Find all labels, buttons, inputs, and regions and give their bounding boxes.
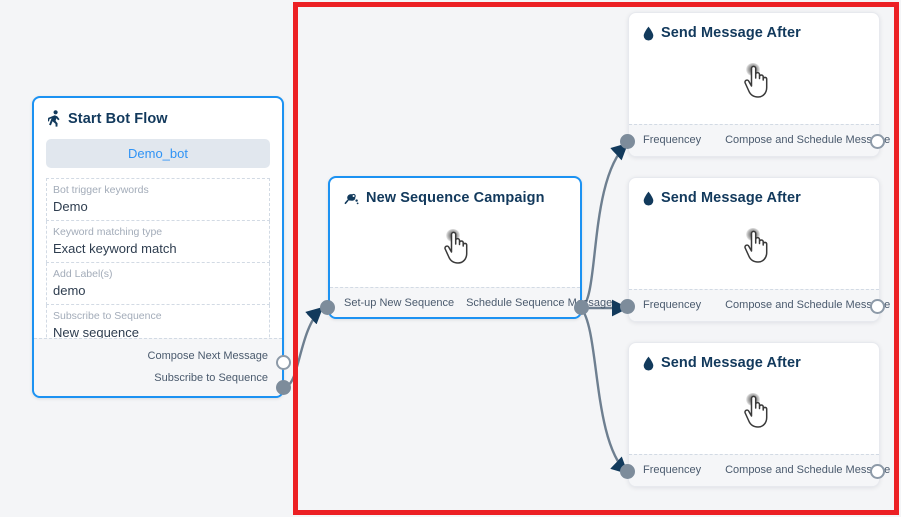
node-header: Send Message After — [629, 343, 879, 377]
node-header: Send Message After — [629, 178, 879, 212]
node-send-message-after-3[interactable]: Send Message After Frequencey Compose an… — [628, 342, 890, 487]
node-send-message-after-1[interactable]: Send Message After Frequencey Compose an… — [628, 12, 890, 157]
port-compose-and-schedule-message-2[interactable] — [870, 299, 885, 314]
port-compose-and-schedule-message-3[interactable] — [870, 464, 885, 479]
pointing-hand-cursor — [433, 226, 477, 270]
node-title: Send Message After — [661, 190, 801, 206]
port-label: Subscribe to Sequence — [154, 372, 268, 384]
node-new-sequence-campaign[interactable]: New Sequence Campaign Set-up New Sequenc… — [328, 176, 612, 319]
sequence-campaign-icon — [344, 191, 359, 206]
field-keyword-matching-type[interactable]: Keyword matching type Exact keyword matc… — [46, 221, 270, 263]
node-title: Send Message After — [661, 25, 801, 41]
node-footer: Frequencey Compose and Schedule Message — [629, 289, 890, 321]
port-label-compose-and-schedule-message: Compose and Schedule Message — [725, 299, 891, 311]
node-footer: Set-up New Sequence Schedule Sequence Me… — [330, 287, 612, 317]
port-compose-next-message[interactable] — [276, 355, 291, 370]
field-label: Subscribe to Sequence — [53, 310, 162, 322]
edge-start-to-sequence — [283, 306, 324, 389]
port-frequencey-2[interactable] — [620, 299, 635, 314]
node-header: New Sequence Campaign — [330, 178, 580, 212]
node-header: Send Message After — [629, 13, 879, 47]
port-label-compose-and-schedule-message: Compose and Schedule Message — [725, 464, 891, 476]
node-title: Start Bot Flow — [68, 110, 168, 127]
field-value: New sequence — [53, 325, 139, 340]
port-frequencey-1[interactable] — [620, 134, 635, 149]
running-person-icon — [48, 110, 61, 127]
port-label-schedule-sequence-message: Schedule Sequence Message — [466, 297, 613, 309]
node-footer: Frequencey Compose and Schedule Message — [629, 454, 890, 486]
port-row-subscribe-to-sequence[interactable]: Subscribe to Sequence — [48, 367, 268, 389]
droplet-icon — [643, 191, 654, 206]
port-setup-new-sequence[interactable] — [320, 300, 335, 315]
port-label-frequencey: Frequencey — [643, 464, 702, 476]
pointing-hand-cursor — [733, 60, 777, 104]
field-value: demo — [53, 283, 86, 298]
field-label: Bot trigger keywords — [53, 184, 149, 196]
pointing-hand-cursor — [733, 225, 777, 269]
field-list: Bot trigger keywords Demo Keyword matchi… — [46, 178, 270, 347]
port-frequencey-3[interactable] — [620, 464, 635, 479]
port-label-frequencey: Frequencey — [643, 134, 702, 146]
field-add-labels[interactable]: Add Label(s) demo — [46, 263, 270, 305]
node-header: Start Bot Flow — [34, 98, 282, 133]
node-footer: Compose Next Message Subscribe to Sequen… — [34, 338, 282, 396]
port-schedule-sequence-message[interactable] — [574, 300, 589, 315]
node-title: Send Message After — [661, 355, 801, 371]
field-label: Keyword matching type — [53, 226, 163, 238]
field-bot-trigger-keywords[interactable]: Bot trigger keywords Demo — [46, 178, 270, 221]
edge-sequence-to-message-3 — [580, 307, 629, 475]
droplet-icon — [643, 356, 654, 371]
field-value: Exact keyword match — [53, 241, 177, 256]
droplet-icon — [643, 26, 654, 41]
edge-sequence-to-message-1 — [580, 142, 629, 310]
port-label-frequencey: Frequencey — [643, 299, 702, 311]
port-label: Compose Next Message — [147, 350, 268, 362]
field-value: Demo — [53, 199, 88, 214]
node-start-bot-flow[interactable]: Start Bot Flow Demo_bot Bot trigger keyw… — [32, 96, 284, 398]
port-label-compose-and-schedule-message: Compose and Schedule Message — [725, 134, 891, 146]
port-row-compose-next-message[interactable]: Compose Next Message — [48, 345, 268, 367]
port-compose-and-schedule-message-1[interactable] — [870, 134, 885, 149]
port-label-setup-new-sequence: Set-up New Sequence — [344, 297, 455, 309]
pointing-hand-cursor — [733, 390, 777, 434]
port-subscribe-to-sequence[interactable] — [276, 380, 291, 395]
bot-name-pill[interactable]: Demo_bot — [46, 139, 270, 168]
field-label: Add Label(s) — [53, 268, 113, 280]
node-send-message-after-2[interactable]: Send Message After Frequencey Compose an… — [628, 177, 890, 322]
node-title: New Sequence Campaign — [366, 190, 545, 206]
node-footer: Frequencey Compose and Schedule Message — [629, 124, 890, 156]
